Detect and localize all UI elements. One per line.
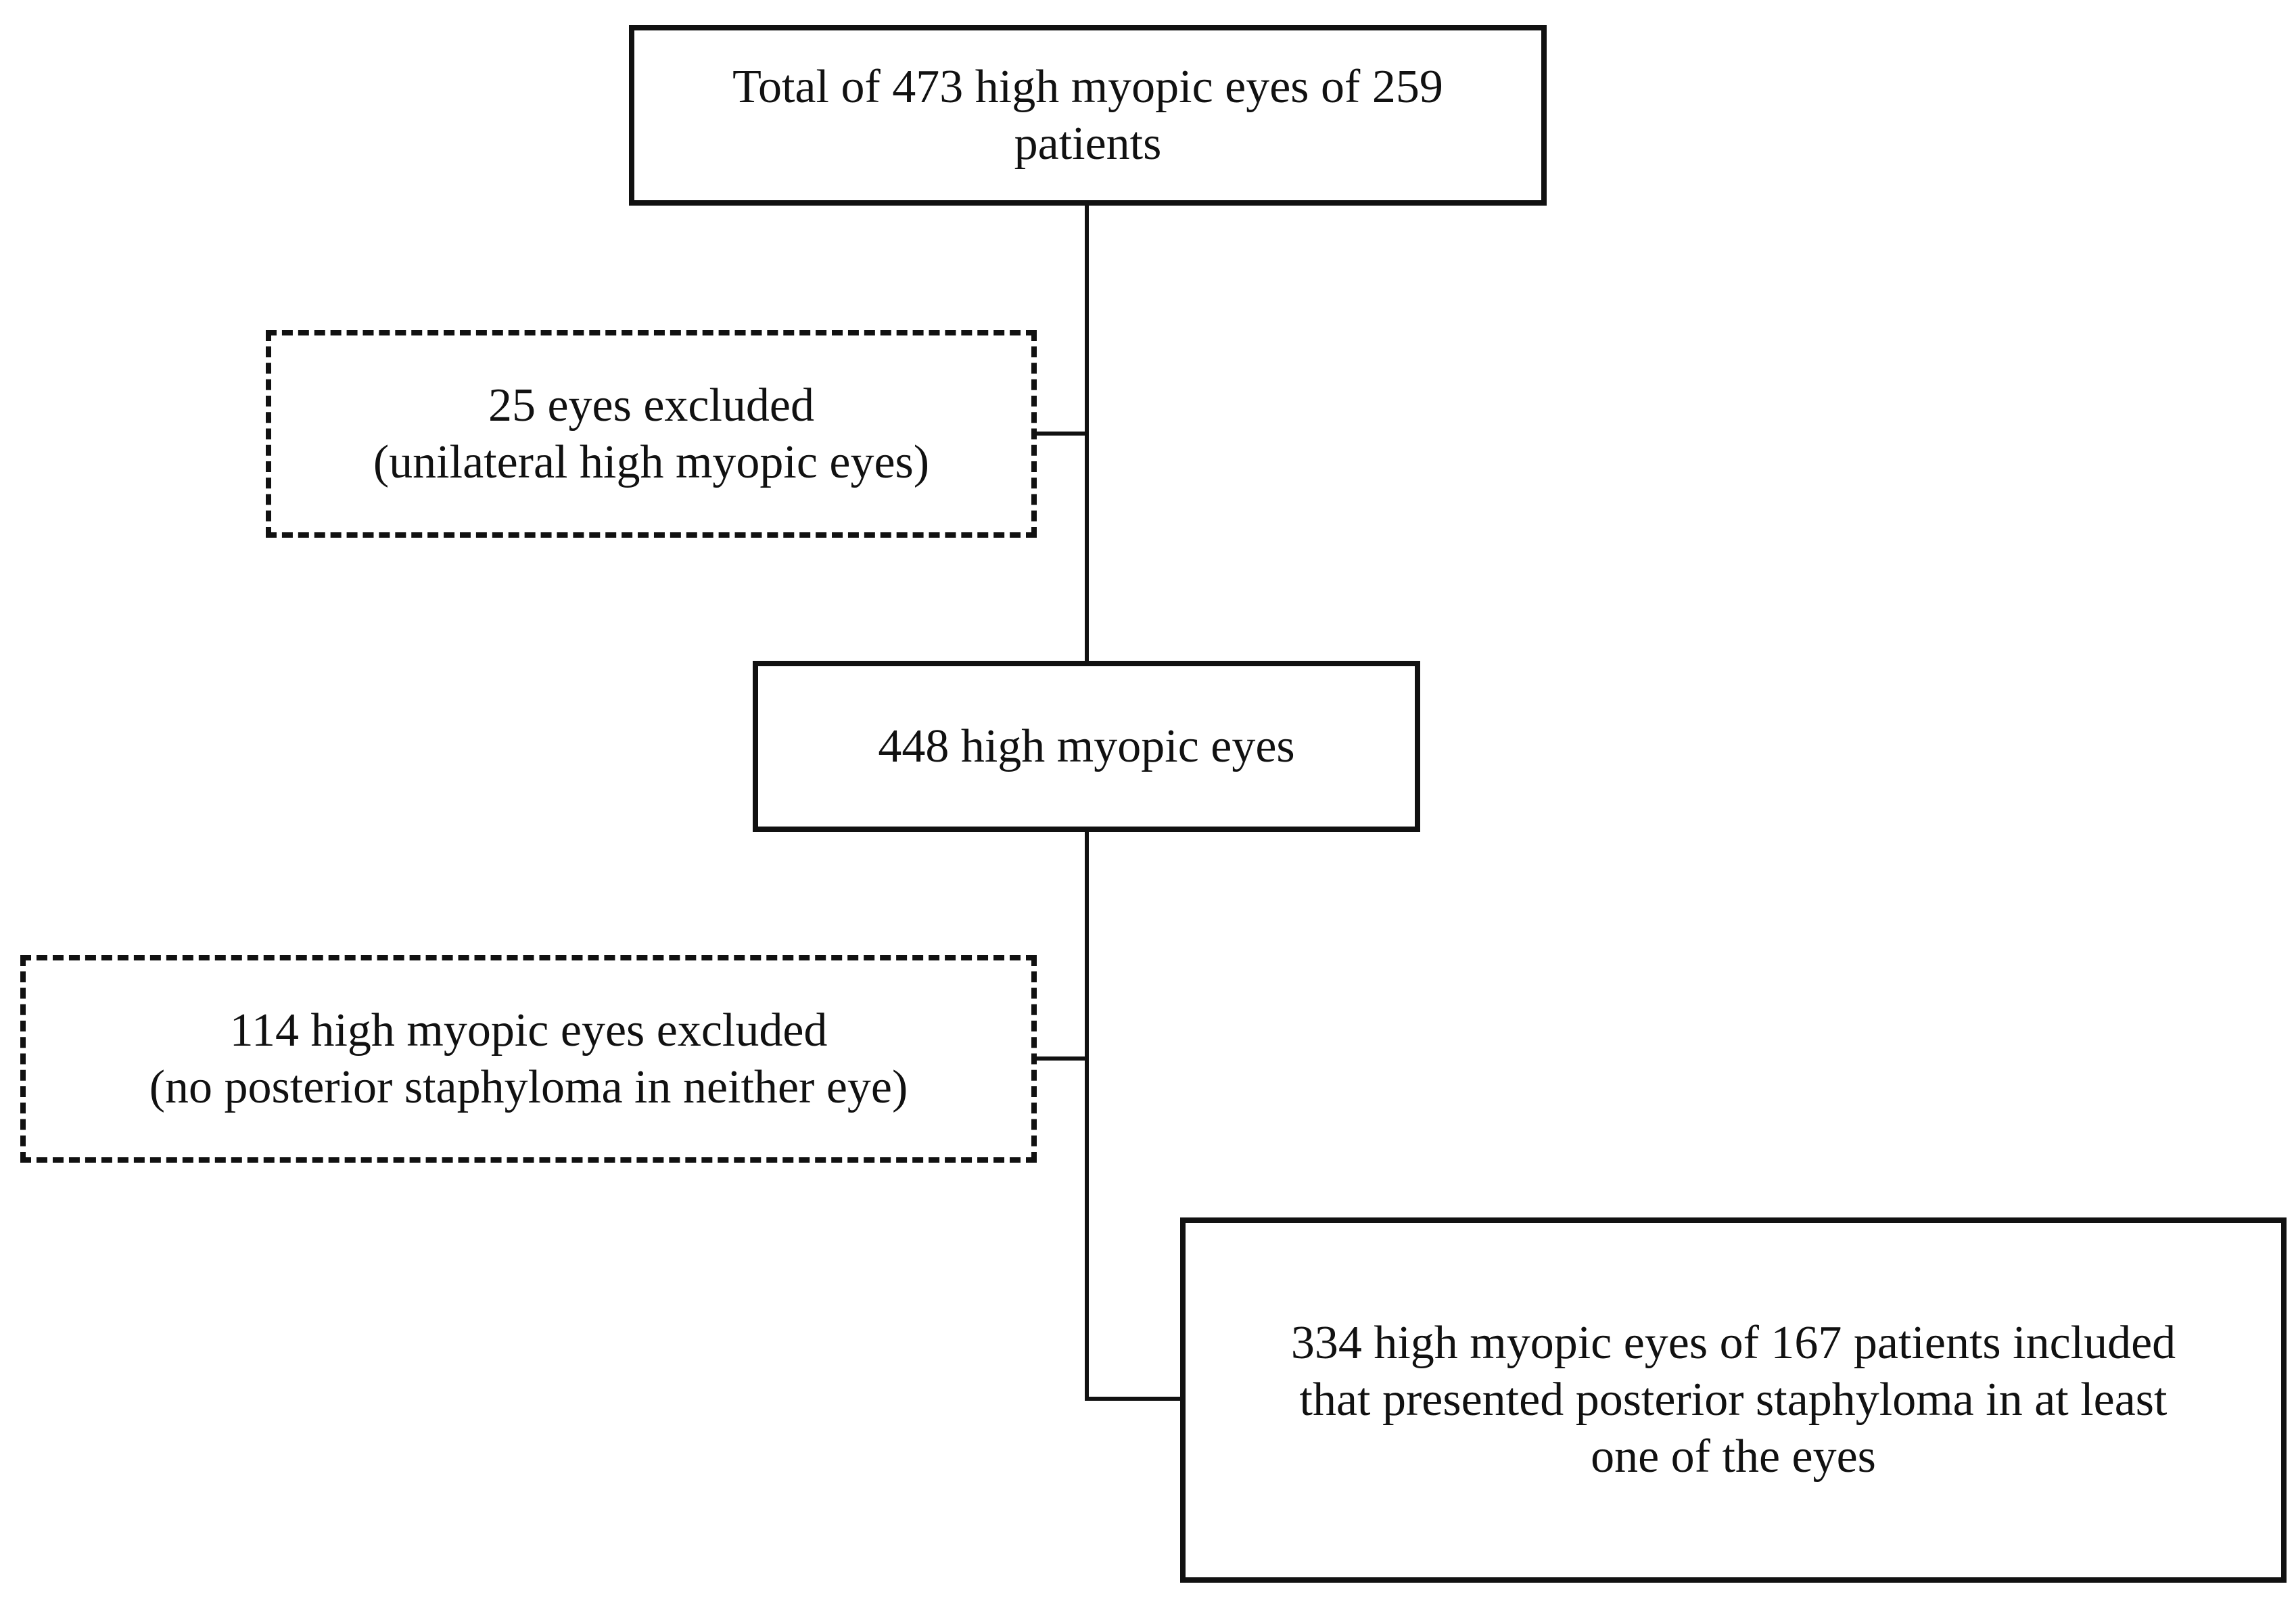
total-eyes-label: Total of 473 high myopic eyes of 259 pat… [732,60,1443,170]
remaining-eyes-label: 448 high myopic eyes [878,720,1295,772]
included-eyes-box: 334 high myopic eyes of 167 patients inc… [1180,1217,2287,1583]
remaining-eyes-box: 448 high myopic eyes [753,661,1420,832]
total-eyes-box: Total of 473 high myopic eyes of 259 pat… [629,25,1547,206]
excluded-no-staphyloma-label: 114 high myopic eyes excluded (no poster… [149,1004,908,1113]
included-eyes-label: 334 high myopic eyes of 167 patients inc… [1290,1317,2176,1483]
excluded-unilateral-box: 25 eyes excluded (unilateral high myopic… [266,330,1037,538]
connector-remaining-to-included [1085,830,1182,1401]
excluded-unilateral-label: 25 eyes excluded (unilateral high myopic… [373,379,930,488]
excluded-no-staphyloma-box: 114 high myopic eyes excluded (no poster… [20,955,1037,1163]
